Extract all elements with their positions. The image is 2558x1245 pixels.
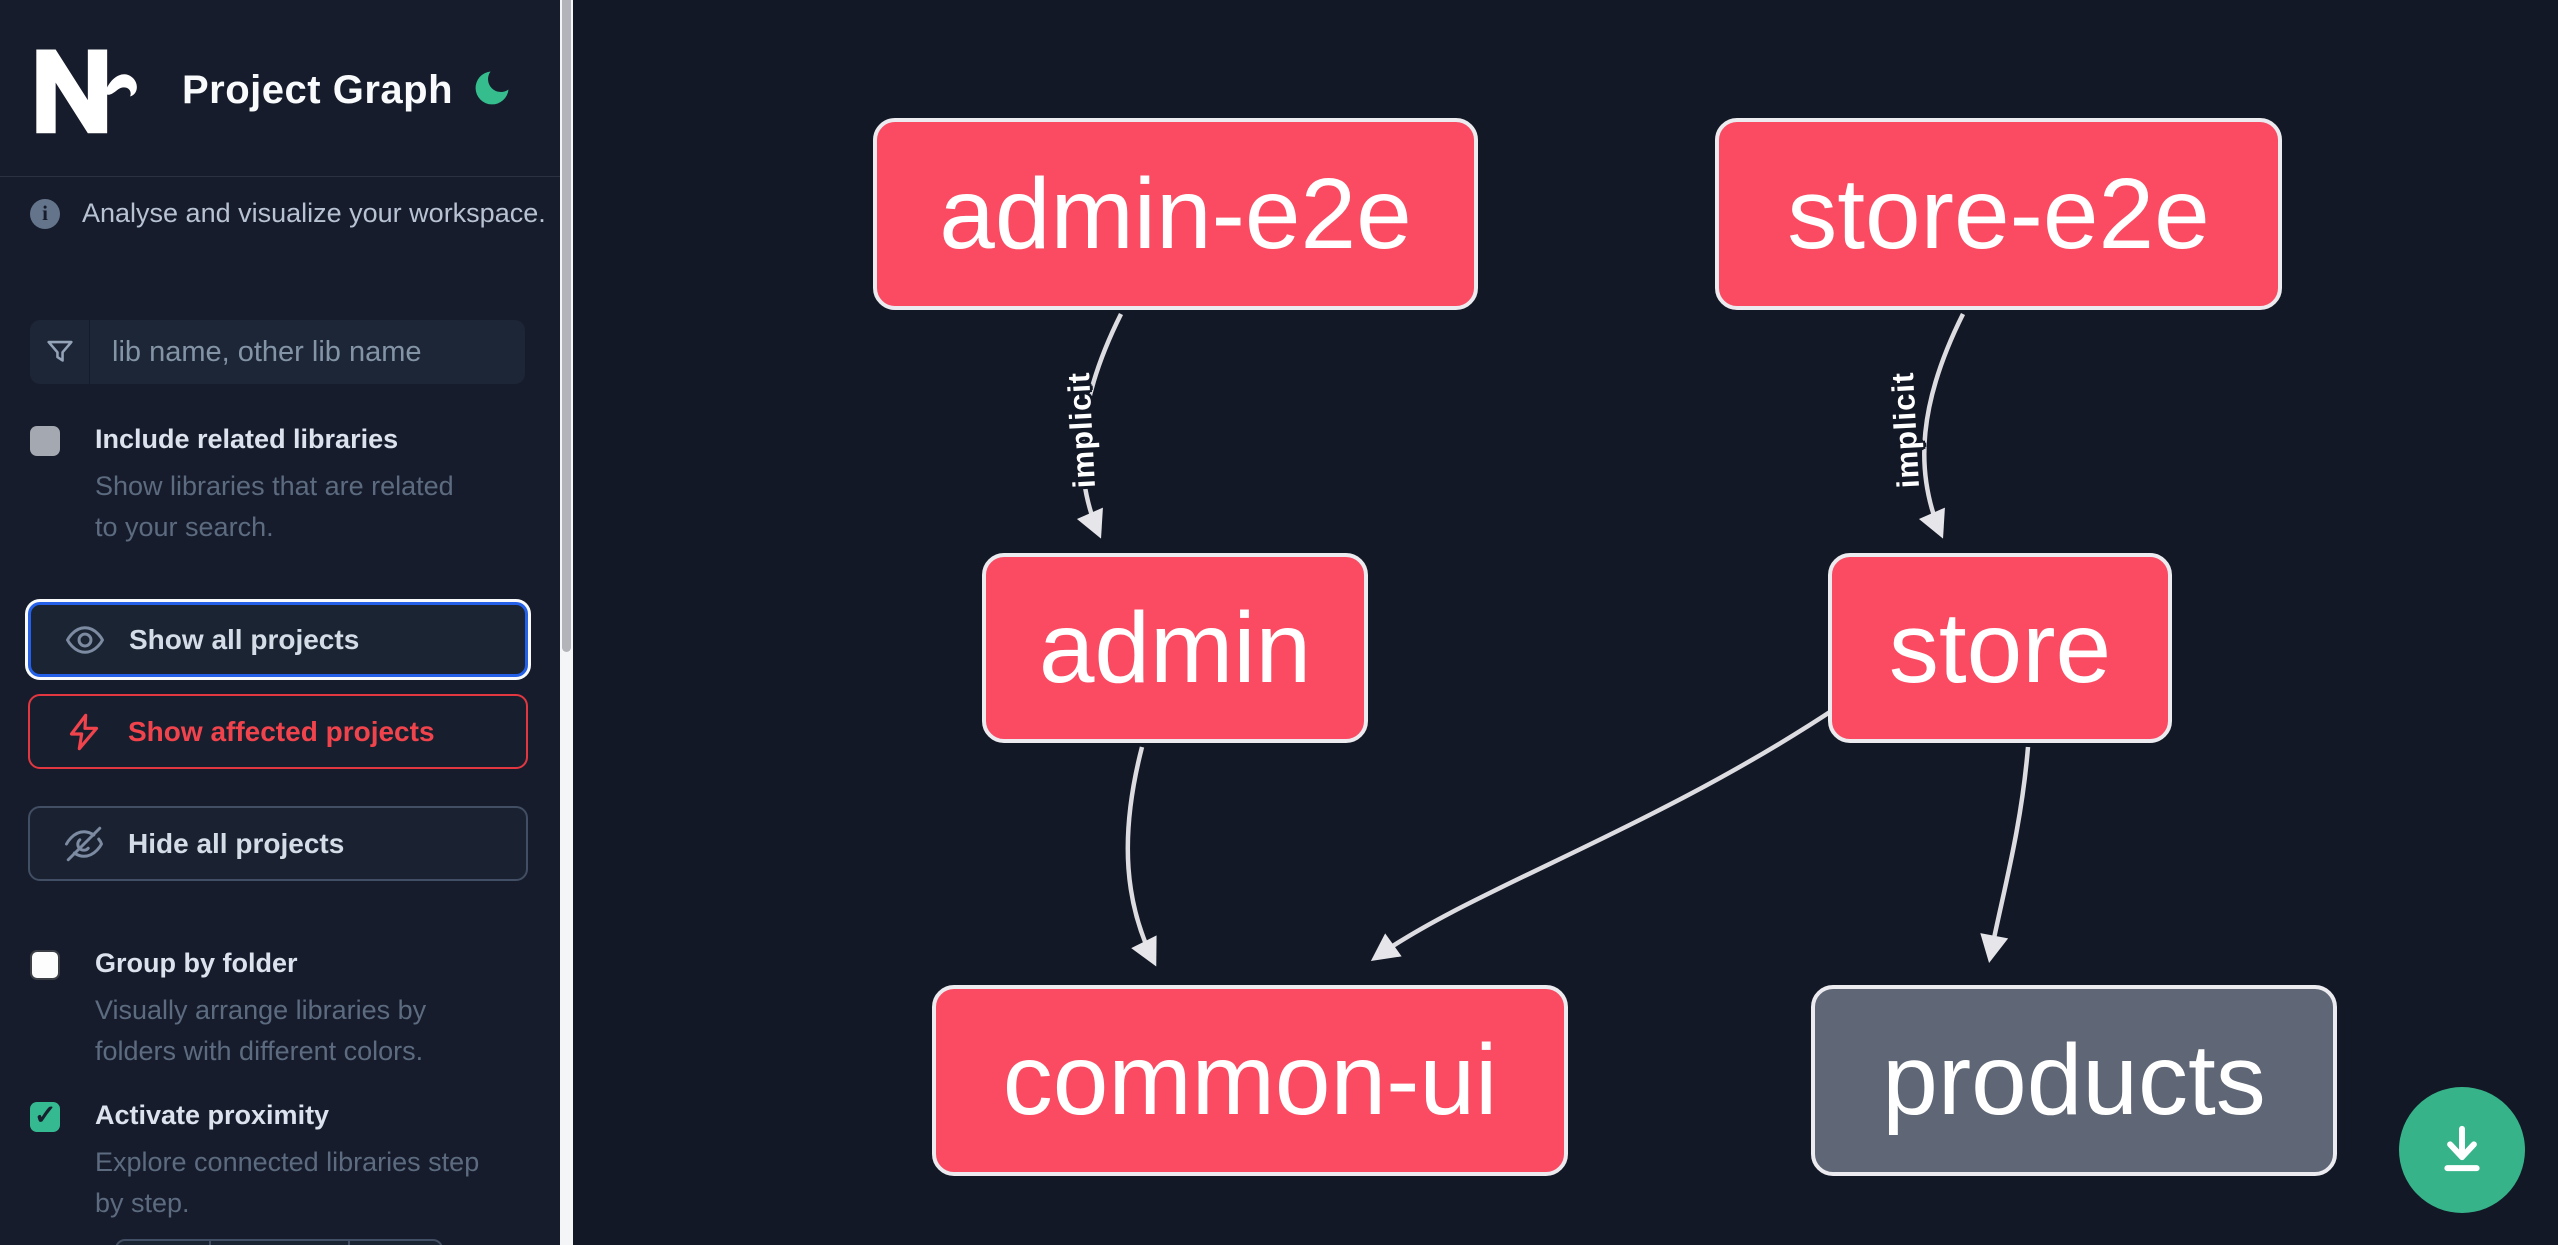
group-by-folder-row: Group by folder Visually arrange librari…: [30, 948, 530, 1088]
project-graph-canvas[interactable]: implicit implicit admin-e2e store-e2e ad…: [573, 0, 2558, 1245]
activate-proximity-checkbox[interactable]: [30, 1100, 60, 1132]
edge-store-e2e-to-store: [1918, 312, 1966, 539]
graph-node-store-e2e[interactable]: store-e2e: [1715, 118, 2282, 310]
show-all-projects-label: Show all projects: [129, 623, 360, 655]
download-icon: [2430, 1116, 2494, 1185]
show-affected-projects-label: Show affected projects: [128, 715, 435, 747]
download-graph-button[interactable]: [2399, 1087, 2525, 1213]
search-input[interactable]: [90, 320, 525, 384]
show-all-projects-button[interactable]: Show all projects: [28, 602, 528, 677]
sidebar-header: Project Graph: [0, 0, 560, 177]
nx-logo: [30, 44, 142, 136]
filter-funnel-icon: [30, 320, 90, 384]
include-related-description: Show libraries that are related to your …: [95, 471, 454, 542]
activate-proximity-label: Activate proximity: [95, 1100, 330, 1130]
include-related-checkbox[interactable]: [30, 426, 60, 456]
edge-store-to-common-ui: [1370, 704, 1841, 961]
hide-all-projects-label: Hide all projects: [128, 827, 345, 859]
search-box: [30, 320, 525, 384]
edge-admin-e2e-to-admin: [1076, 312, 1124, 539]
include-related-row: Include related libraries Show libraries…: [30, 424, 530, 564]
graph-node-products[interactable]: products: [1811, 985, 2337, 1176]
activate-proximity-row: Activate proximity Explore connected lib…: [30, 1100, 530, 1240]
sidebar: Project Graph i Analyse and visualize yo…: [0, 0, 560, 1245]
sidebar-scrollbar-track[interactable]: [560, 0, 573, 1245]
hide-all-projects-button[interactable]: Hide all projects: [28, 806, 528, 881]
edge-admin-to-common-ui: [1125, 746, 1157, 967]
proximity-value: [211, 1241, 350, 1245]
activate-proximity-description: Explore connected libraries step by step…: [95, 1147, 480, 1218]
workspace-tagline-row: i Analyse and visualize your workspace.: [30, 198, 546, 229]
info-icon: i: [30, 198, 60, 229]
include-related-label: Include related libraries: [95, 424, 399, 454]
group-by-folder-checkbox[interactable]: [30, 950, 60, 980]
edge-store-to-products: [1980, 746, 2031, 963]
workspace-tagline: Analyse and visualize your workspace.: [82, 198, 546, 228]
eye-off-icon: [62, 823, 106, 865]
graph-node-admin[interactable]: admin: [982, 553, 1368, 743]
show-affected-projects-button[interactable]: Show affected projects: [28, 694, 528, 769]
group-by-folder-label: Group by folder: [95, 948, 298, 978]
graph-node-common-ui[interactable]: common-ui: [932, 985, 1568, 1176]
edge-label-implicit-admin: implicit: [1060, 370, 1103, 490]
proximity-increment-button[interactable]: [350, 1241, 441, 1245]
lightning-bolt-icon: [62, 712, 106, 752]
proximity-stepper: [115, 1239, 443, 1245]
edge-label-implicit-store: implicit: [1884, 370, 1927, 490]
eye-icon: [63, 619, 107, 661]
theme-toggle-moon-icon[interactable]: [470, 66, 514, 110]
page-title: Project Graph: [182, 68, 454, 112]
proximity-decrement-button[interactable]: [117, 1241, 211, 1245]
graph-node-store[interactable]: store: [1828, 553, 2172, 743]
group-by-folder-description: Visually arrange libraries by folders wi…: [95, 995, 427, 1066]
sidebar-scrollbar-thumb[interactable]: [562, 0, 571, 652]
graph-node-admin-e2e[interactable]: admin-e2e: [873, 118, 1478, 310]
graph-edges: [1076, 312, 2031, 967]
